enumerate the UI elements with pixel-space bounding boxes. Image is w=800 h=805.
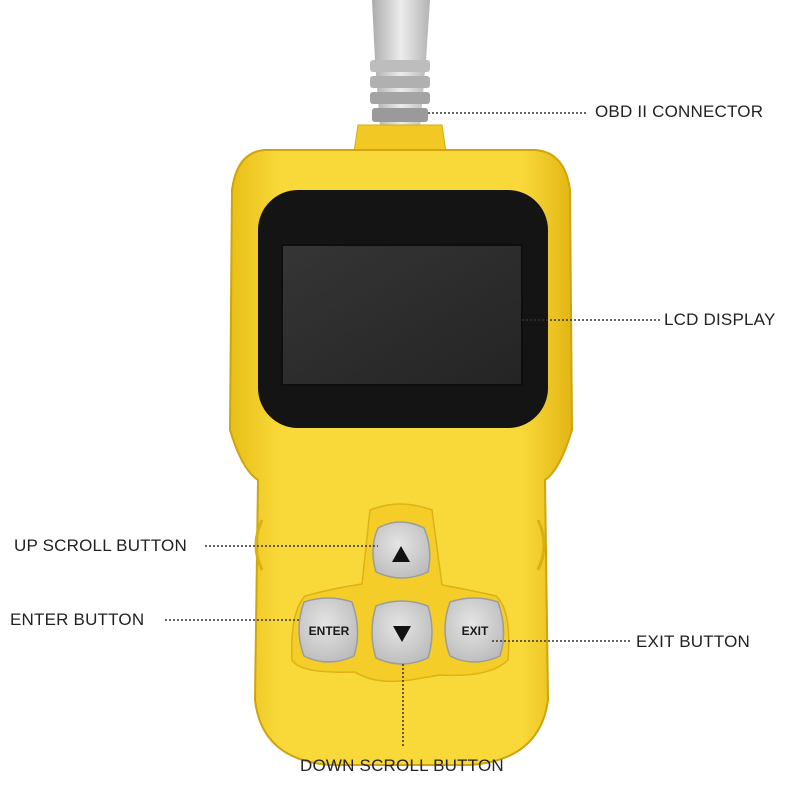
exit-button-label: EXIT (461, 624, 489, 638)
enter-button[interactable] (298, 597, 359, 663)
label-obd-connector: OBD II CONNECTOR (595, 102, 764, 121)
leader-lines (165, 112, 660, 748)
left-grip (254, 519, 264, 571)
triangle-up-icon (392, 546, 410, 562)
label-up-scroll-button: UP SCROLL BUTTON (14, 536, 187, 555)
label-enter-button: ENTER BUTTON (10, 610, 145, 629)
right-grip (536, 519, 546, 571)
lcd-screen (281, 244, 523, 386)
enter-button-label: ENTER (308, 624, 350, 638)
label-lcd-display: LCD DISPLAY (664, 310, 776, 329)
connector-collar (353, 124, 447, 153)
label-down-scroll-button: DOWN SCROLL BUTTON (300, 756, 504, 775)
label-exit-button: EXIT BUTTON (636, 632, 750, 651)
exit-button[interactable] (444, 597, 505, 663)
obd-cable (370, 0, 430, 128)
triangle-down-icon (393, 626, 411, 642)
